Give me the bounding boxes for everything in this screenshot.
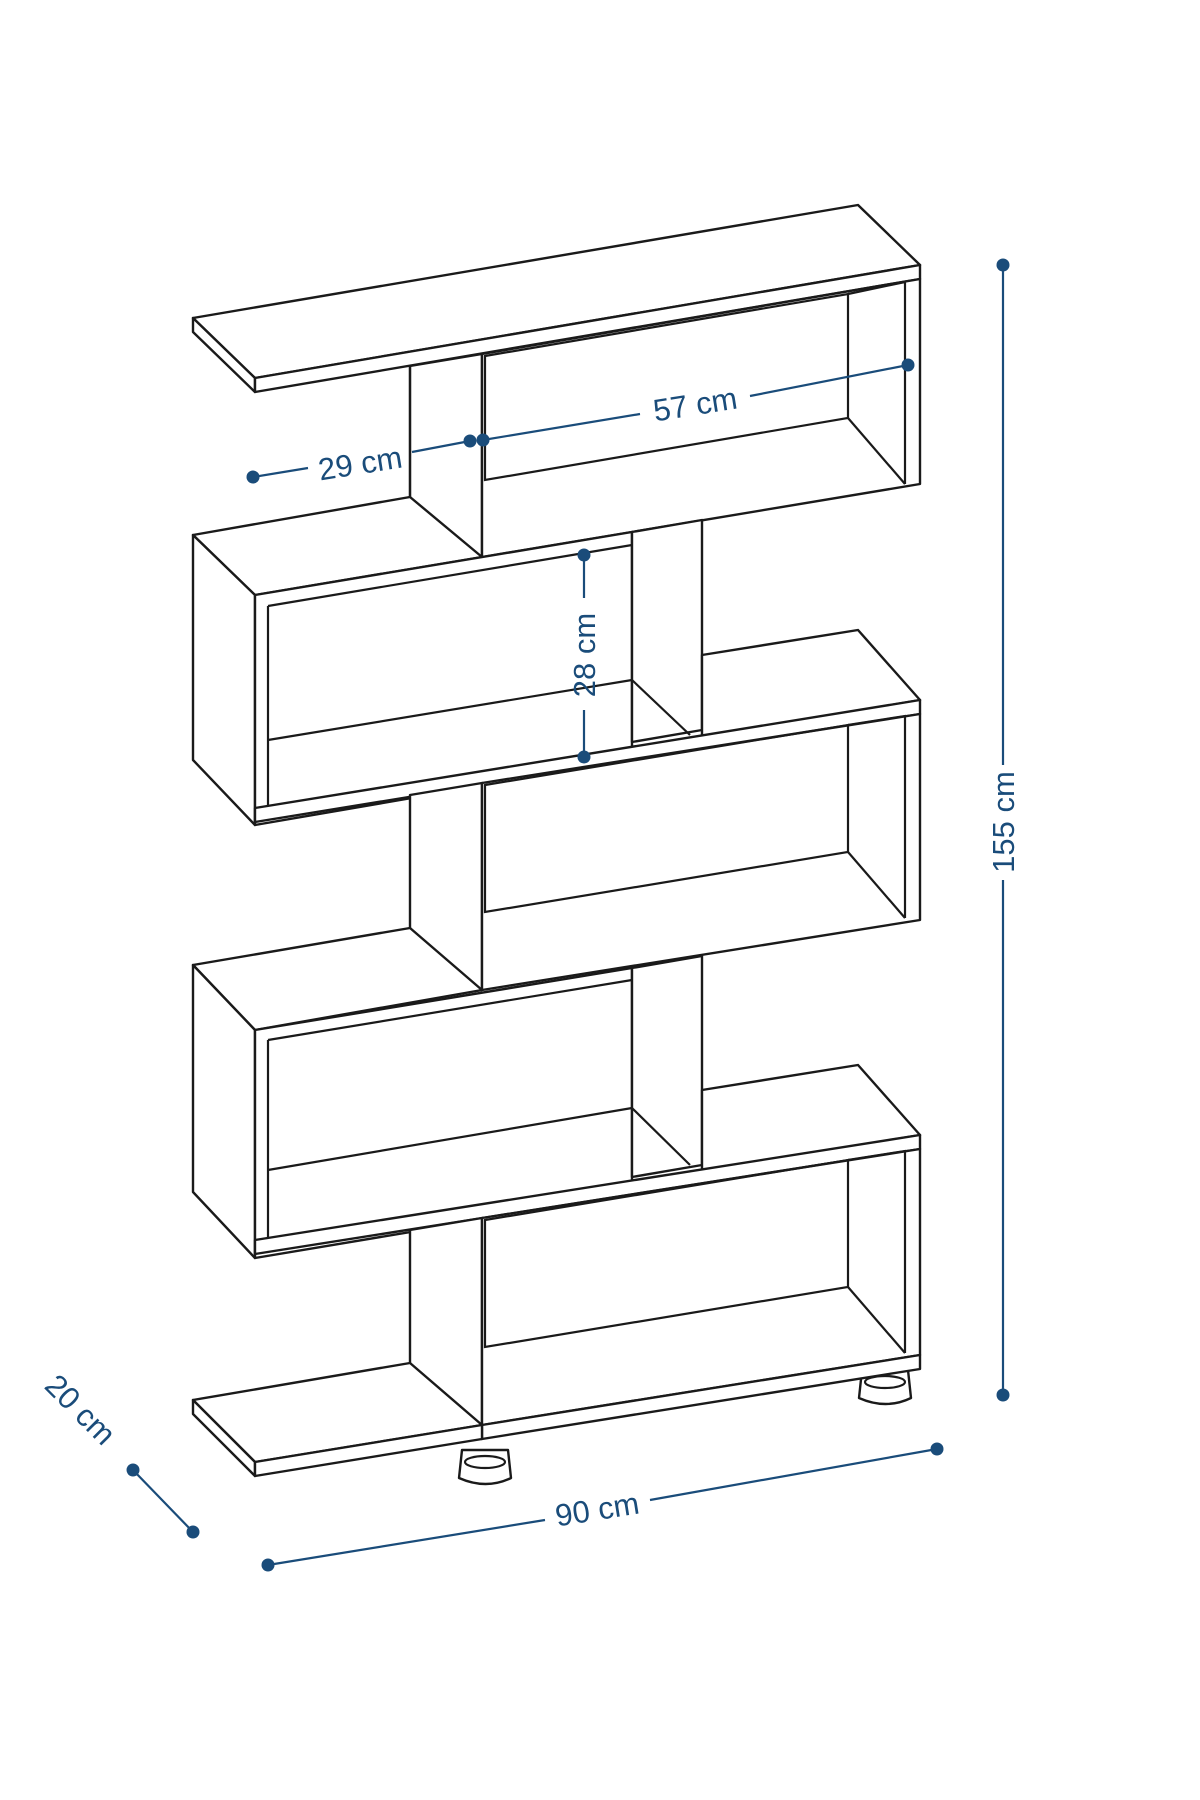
- dimension-compartment-height: 28 cm: [567, 548, 602, 764]
- foot-right: [857, 1368, 913, 1406]
- top-shelf: [191, 203, 922, 394]
- dimension-total-height: 155 cm: [986, 258, 1021, 1402]
- label-29cm: 29 cm: [316, 440, 405, 488]
- label-155cm: 155 cm: [986, 771, 1021, 873]
- bottom-shelf: [191, 1353, 922, 1478]
- label-28cm: 28 cm: [567, 613, 602, 697]
- foot-left: [457, 1448, 513, 1486]
- tier-5: [253, 1063, 922, 1439]
- tier-2: [191, 495, 704, 827]
- bookshelf-drawing: [191, 203, 922, 1486]
- label-90cm: 90 cm: [553, 1486, 642, 1534]
- dimension-total-depth: 20 cm: [38, 1367, 200, 1539]
- label-20cm: 20 cm: [38, 1367, 122, 1451]
- dimension-total-width: 90 cm: [261, 1442, 944, 1572]
